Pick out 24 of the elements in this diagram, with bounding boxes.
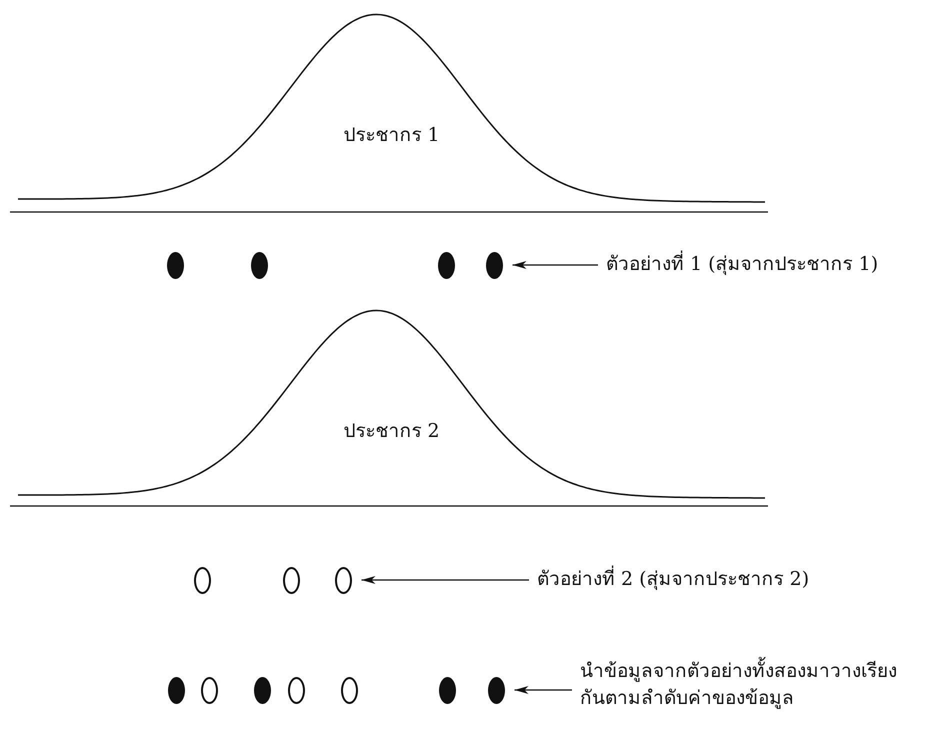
sample-point — [438, 676, 456, 704]
sample-point — [486, 252, 502, 278]
population-label: ประชากร 1 — [343, 123, 440, 148]
sample-point — [254, 676, 270, 704]
sample-point — [488, 676, 504, 704]
distribution-curve — [18, 14, 765, 204]
sample-point — [250, 252, 268, 278]
distribution-curve — [18, 310, 765, 500]
sample-point — [168, 676, 184, 704]
sample-point — [340, 676, 358, 704]
sample-point — [166, 252, 184, 278]
sample-point — [438, 252, 454, 278]
sample-point — [194, 566, 210, 594]
sample-point — [282, 566, 300, 594]
sample-point — [334, 566, 352, 594]
sample-note: ตัวอย่างที่ 1 (สุ่มจากประชากร 1) — [606, 251, 878, 278]
sample-note: ตัวอย่างที่ 2 (สุ่มจากประชากร 2) — [537, 566, 810, 593]
population-label: ประชากร 2 — [343, 419, 440, 444]
sample-point — [288, 676, 304, 704]
arrow — [514, 686, 572, 694]
arrow — [512, 261, 598, 269]
sample-note: นำข้อมูลจากตัวอย่างทั้งสองมาวางเรียงกันตามลำดับค่าของข้อมูล — [580, 658, 920, 712]
arrow — [362, 576, 529, 584]
sample-point — [200, 676, 218, 704]
